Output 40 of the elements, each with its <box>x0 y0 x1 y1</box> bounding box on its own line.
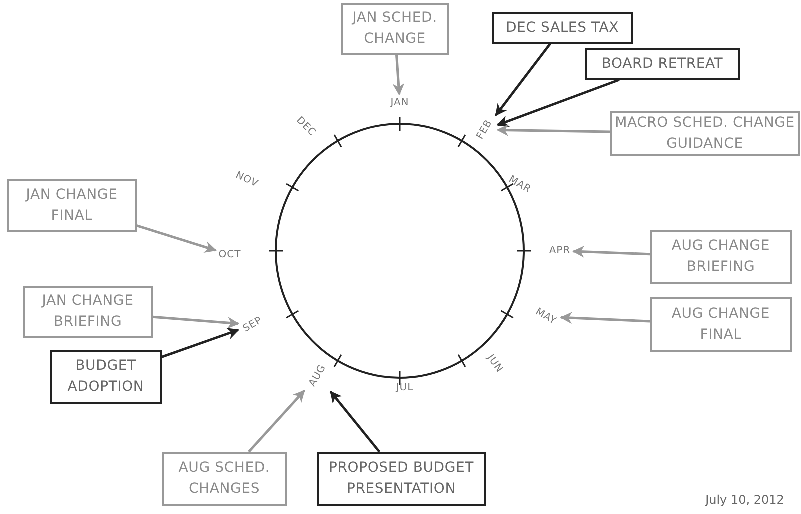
event-text: JAN SCHED. CHANGE <box>350 9 438 49</box>
month-label: NOV <box>234 170 260 190</box>
month-label: APR <box>549 246 571 256</box>
event-text: AUG SCHED. CHANGES <box>178 459 272 499</box>
event-text: BUDGET ADOPTION <box>66 357 146 397</box>
arrow <box>136 224 217 254</box>
event-box <box>650 297 792 352</box>
event-text: DEC SALES TAX <box>506 18 620 38</box>
event-box <box>317 452 486 506</box>
arrow <box>152 316 240 329</box>
event-box <box>162 452 287 506</box>
arrow <box>560 312 650 324</box>
event-text: JAN CHANGE FINAL <box>24 186 119 226</box>
arrow <box>495 43 552 116</box>
event-box <box>585 48 740 80</box>
arrow <box>248 390 306 453</box>
month-label: MAY <box>534 306 558 328</box>
arrow <box>392 54 405 96</box>
arrow <box>162 328 240 358</box>
event-box <box>650 230 792 284</box>
event-text: JAN CHANGE BRIEFING <box>40 292 135 332</box>
arrow <box>496 124 610 136</box>
month-label: OCT <box>218 250 242 260</box>
month-label: JUL <box>396 382 414 394</box>
event-text: BOARD RETREAT <box>602 54 724 74</box>
month-label: SEP <box>242 315 264 335</box>
event-box <box>23 286 153 338</box>
date-note: July 10, 2012 <box>706 493 784 507</box>
event-box <box>7 179 137 232</box>
month-label: JAN <box>390 98 410 108</box>
event-text: MACRO SCHED. CHANGE GUIDANCE <box>614 114 796 154</box>
arrow <box>496 78 620 128</box>
event-box <box>341 3 449 55</box>
event-text: AUG CHANGE BRIEFING <box>670 237 772 277</box>
event-text: AUG CHANGE FINAL <box>670 304 772 344</box>
event-box <box>492 12 633 44</box>
event-text: PROPOSED BUDGET PRESENTATION <box>328 459 475 499</box>
arrow <box>572 246 650 258</box>
event-box <box>50 350 162 404</box>
arrow <box>330 390 381 453</box>
